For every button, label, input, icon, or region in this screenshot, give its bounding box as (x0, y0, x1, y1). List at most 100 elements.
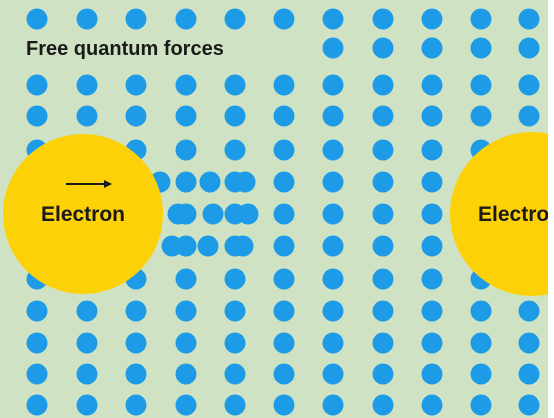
field-dot (373, 106, 394, 127)
field-dot (27, 75, 48, 96)
field-dot (274, 333, 295, 354)
field-dot (519, 301, 540, 322)
field-dot (77, 75, 98, 96)
frame-right-edge (548, 0, 554, 418)
field-dot (176, 75, 197, 96)
field-dot (274, 140, 295, 161)
field-dot (519, 364, 540, 385)
field-dot (323, 236, 344, 257)
diagram-title: Free quantum forces (26, 38, 224, 60)
field-dot (235, 172, 256, 193)
field-dot (422, 333, 443, 354)
electron-left-label: Electron (41, 203, 125, 226)
field-dot (323, 301, 344, 322)
field-dot (225, 395, 246, 416)
field-dot (225, 333, 246, 354)
field-dot (225, 269, 246, 290)
field-dot (225, 364, 246, 385)
field-dot (176, 140, 197, 161)
field-dot (77, 301, 98, 322)
field-dot (519, 75, 540, 96)
field-dot (274, 172, 295, 193)
field-dot (373, 395, 394, 416)
field-dot (126, 75, 147, 96)
field-dot (176, 364, 197, 385)
field-dot (274, 106, 295, 127)
field-dot (323, 38, 344, 59)
field-dot (422, 75, 443, 96)
field-dot (519, 106, 540, 127)
field-dot (238, 204, 259, 225)
field-dot (373, 204, 394, 225)
field-dot (27, 364, 48, 385)
field-dot (274, 364, 295, 385)
field-dot (274, 269, 295, 290)
field-dot (225, 9, 246, 30)
field-dot (471, 395, 492, 416)
field-dot (373, 236, 394, 257)
field-dot (519, 333, 540, 354)
field-dot (323, 364, 344, 385)
field-dot (323, 106, 344, 127)
field-dot (373, 333, 394, 354)
field-dot (471, 75, 492, 96)
field-dot (77, 106, 98, 127)
field-dot (422, 38, 443, 59)
field-dot (422, 395, 443, 416)
field-dot (323, 395, 344, 416)
field-dot (323, 269, 344, 290)
field-dot (176, 395, 197, 416)
field-dot (422, 236, 443, 257)
field-dot (126, 9, 147, 30)
field-dot (27, 9, 48, 30)
field-dot (274, 75, 295, 96)
field-dot (27, 301, 48, 322)
field-dot (126, 106, 147, 127)
field-dot (176, 269, 197, 290)
field-dot (471, 38, 492, 59)
field-dot (422, 301, 443, 322)
field-dot (233, 236, 254, 257)
field-dot (198, 236, 219, 257)
field-dot (323, 75, 344, 96)
field-dot (471, 301, 492, 322)
field-dot (176, 9, 197, 30)
field-dot (77, 9, 98, 30)
field-dot (274, 236, 295, 257)
field-dot (373, 140, 394, 161)
field-dot (373, 301, 394, 322)
field-dot (168, 204, 189, 225)
field-dot (176, 106, 197, 127)
field-dot (274, 9, 295, 30)
field-dot (176, 333, 197, 354)
field-dot (225, 75, 246, 96)
field-dot (519, 38, 540, 59)
field-dot (471, 106, 492, 127)
field-dot (373, 364, 394, 385)
field-dot (225, 106, 246, 127)
field-dot (225, 140, 246, 161)
field-dot (27, 333, 48, 354)
field-dot (519, 9, 540, 30)
field-dot (126, 364, 147, 385)
field-dot (176, 301, 197, 322)
field-dot (126, 395, 147, 416)
field-dot (471, 333, 492, 354)
field-dot (471, 364, 492, 385)
field-dot (126, 301, 147, 322)
field-dot (422, 364, 443, 385)
field-dot (225, 301, 246, 322)
field-dot (274, 204, 295, 225)
field-dot (77, 364, 98, 385)
field-dot (323, 204, 344, 225)
field-dot (422, 172, 443, 193)
field-dot (471, 9, 492, 30)
field-dot (373, 38, 394, 59)
field-dot (126, 333, 147, 354)
field-dot (176, 172, 197, 193)
field-dot (203, 204, 224, 225)
field-dot (422, 9, 443, 30)
field-dot (274, 301, 295, 322)
field-dot (422, 106, 443, 127)
